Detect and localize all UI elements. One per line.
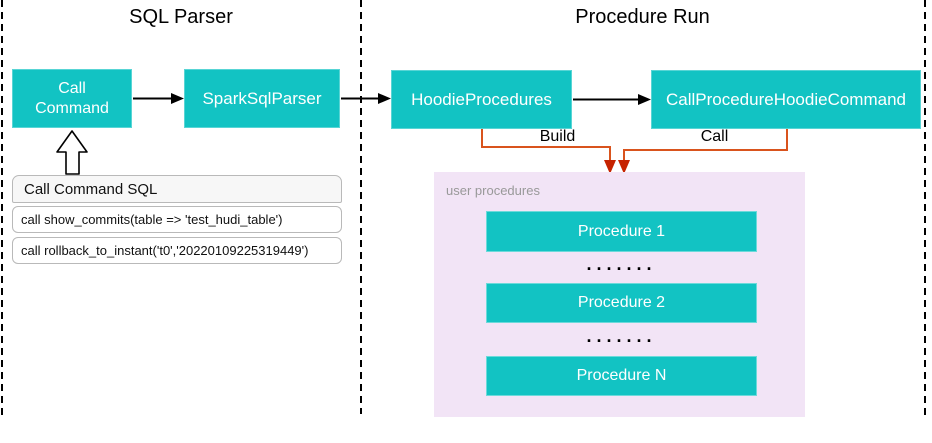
- ellipsis-row: .......: [586, 254, 657, 274]
- sql-statement-row: call show_commits(table => 'test_hudi_ta…: [12, 206, 342, 233]
- lane-divider-middle: [360, 0, 362, 414]
- edge-label-call: Call: [700, 128, 729, 145]
- arrow-hoodieprocedures-to-callprocedurehoodiecommand: [573, 94, 651, 105]
- lane-divider-right: [924, 0, 926, 416]
- sql-statement-row: call rollback_to_instant('t0','202201092…: [12, 237, 342, 264]
- user-procedures-label: user procedures: [446, 183, 540, 198]
- lane-title-procedure-run: Procedure Run: [575, 6, 710, 28]
- edge-build: [481, 129, 616, 174]
- ellipsis-row: .......: [586, 326, 657, 346]
- procedure-box-n: Procedure N: [486, 356, 757, 396]
- sql-panel-title: Call Command SQL: [24, 180, 158, 198]
- node-hoodie-procedures-label: HoodieProcedures: [411, 89, 552, 109]
- edge-call: [618, 129, 788, 174]
- node-call-command-label: Call Command: [35, 79, 109, 117]
- sql-panel-header: Call Command SQL: [12, 175, 342, 203]
- node-spark-sql-parser-label: SparkSqlParser: [202, 88, 322, 108]
- node-hoodie-procedures: HoodieProcedures: [391, 70, 572, 129]
- node-call-command: Call Command: [12, 69, 132, 128]
- lane-title-sql-parser: SQL Parser: [129, 6, 233, 28]
- lane-divider-left: [1, 0, 3, 420]
- node-call-procedure-hoodie-command: CallProcedureHoodieCommand: [651, 70, 921, 129]
- edge-label-build: Build: [539, 128, 576, 145]
- arrow-sparksqlparser-to-hoodieprocedures: [341, 93, 391, 104]
- procedure-box-1: Procedure 1: [486, 211, 757, 252]
- procedure-box-2: Procedure 2: [486, 283, 757, 323]
- user-procedures-group: user procedures Procedure 1 ....... Proc…: [434, 172, 805, 417]
- up-arrow-shape: [56, 130, 88, 175]
- arrow-callcommand-to-sparksqlparser: [133, 93, 184, 104]
- node-spark-sql-parser: SparkSqlParser: [184, 69, 340, 128]
- node-call-procedure-hoodie-command-label: CallProcedureHoodieCommand: [665, 89, 906, 109]
